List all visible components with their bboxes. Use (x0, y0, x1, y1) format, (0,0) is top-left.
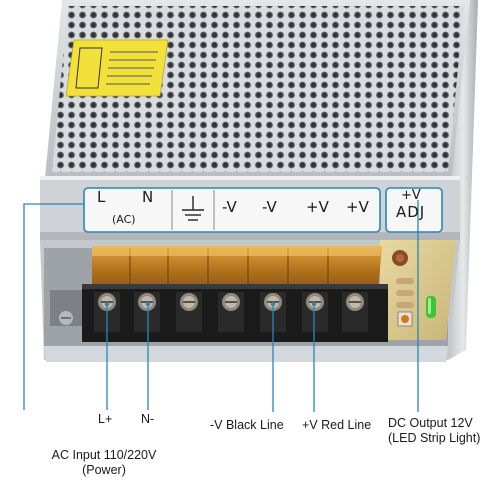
mounting-screw (50, 290, 82, 326)
panel-label-adj-top: +V (401, 188, 421, 203)
panel-label-neg-1: -V (222, 198, 237, 216)
panel-label-ac: (AC) (112, 213, 136, 226)
callout-dc-output-line2: (LED Strip Light) (388, 431, 481, 445)
screw-terminal-6 (302, 292, 328, 332)
perforated-cover (45, 0, 470, 178)
panel-label-neg-2: -V (262, 198, 277, 216)
callout-dc-output: DC Output 12V (LED Strip Light) (388, 416, 480, 446)
panel-label-n: N (142, 188, 154, 206)
panel-label-pos-2: +V (346, 198, 369, 216)
callout-neg-black-line: -V Black Line (210, 418, 284, 432)
callout-pos-red-line: +V Red Line (302, 418, 372, 432)
ground-icon (182, 196, 204, 221)
terminal-block (82, 284, 388, 342)
callout-dc-output-line1: DC Output 12V (388, 416, 473, 430)
callout-lines (23, 200, 419, 412)
warning-sticker (65, 39, 169, 97)
callout-l-plus: L+ (98, 412, 113, 426)
callout-n-minus: N- (141, 412, 155, 426)
screw-terminal-7 (342, 292, 368, 332)
front-face (40, 176, 460, 242)
housing-bottom (44, 346, 448, 362)
panel-label-pos-1: +V (306, 198, 329, 216)
screw-terminal-3 (176, 292, 202, 332)
panel-label-l: L (97, 188, 106, 206)
callout-ac-input-line1: AC Input 110/220V (51, 448, 157, 462)
callout-ac-input-line2: (Power) (82, 463, 126, 477)
callout-ac-input: AC Input 110/220V (Power) (4, 448, 204, 478)
screw-terminal-2 (134, 292, 160, 332)
screw-terminal-4 (218, 292, 244, 332)
panel-label-adj: ADJ (396, 203, 426, 221)
terminal-cover (92, 246, 382, 290)
